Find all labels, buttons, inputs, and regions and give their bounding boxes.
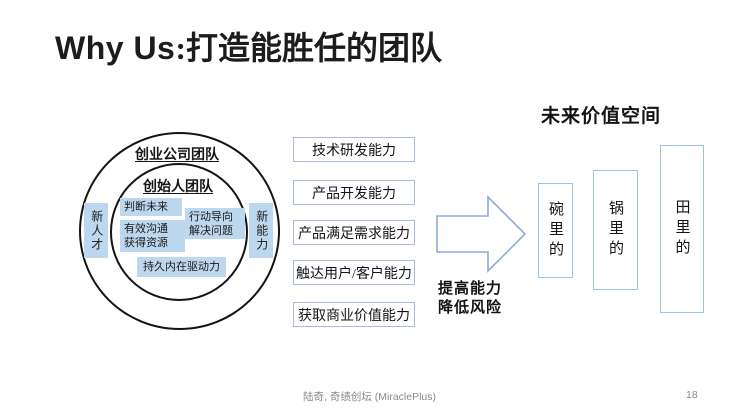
value-box-pot-label: 锅里的	[607, 200, 623, 260]
tag-new-talent-label: 新人才	[89, 209, 104, 252]
arrow-caption: 提高能力 降低风险	[438, 281, 503, 316]
tag-new-capability-label: 新能力	[254, 209, 269, 252]
capability-box-product-fit: 产品满足需求能力	[293, 220, 415, 245]
future-value-heading: 未来价值空间	[541, 106, 662, 127]
tag-new-talent: 新人才	[84, 203, 108, 258]
footer-credit: 陆奇, 奇绩创坛 (MiraclePlus)	[303, 391, 437, 403]
tag-action-solve: 行动导向 解决问题	[185, 208, 245, 239]
right-arrow-icon	[436, 195, 527, 273]
outer-circle-label: 创业公司团队	[135, 148, 219, 163]
page-number: 18	[686, 389, 698, 401]
capability-box-tech: 技术研发能力	[293, 137, 415, 162]
capability-box-reach-users: 触达用户/客户能力	[293, 260, 415, 285]
capability-box-business-value: 获取商业价值能力	[293, 302, 415, 327]
value-box-field-label: 田里的	[673, 199, 690, 259]
value-box-bowl: 碗里的	[538, 183, 573, 278]
inner-circle	[110, 163, 248, 301]
value-box-field: 田里的	[660, 145, 704, 313]
tag-communicate-resources: 有效沟通 获得资源	[120, 220, 185, 252]
value-box-pot: 锅里的	[593, 170, 638, 290]
inner-circle-label: 创始人团队	[143, 180, 213, 195]
capability-box-product-dev: 产品开发能力	[293, 180, 415, 205]
outer-circle	[79, 132, 280, 330]
page-title: Why Us:打造能胜任的团队	[55, 29, 442, 67]
page-title-cjk: :打造能胜任的团队	[175, 30, 443, 66]
tag-judge-future: 判断未来	[120, 198, 182, 216]
value-box-bowl-label: 碗里的	[547, 200, 563, 261]
page-title-latin: Why Us	[55, 30, 176, 66]
tag-new-capability: 新能力	[249, 203, 273, 258]
tag-intrinsic-drive: 持久内在驱动力	[137, 257, 226, 277]
